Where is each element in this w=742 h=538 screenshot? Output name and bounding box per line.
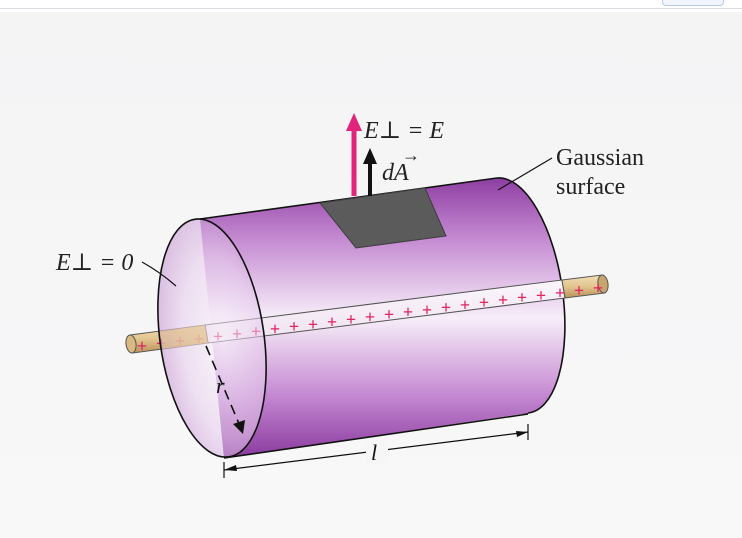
rod-right-end <box>597 274 609 294</box>
charge-sign: + <box>536 285 546 305</box>
charge-sign: + <box>384 305 394 325</box>
charge-sign: + <box>346 309 356 329</box>
charge-sign: + <box>327 312 337 332</box>
length-arrow-right <box>516 431 528 437</box>
area-patch <box>319 187 447 249</box>
charge-sign: + <box>460 295 470 315</box>
radius-arrowhead <box>233 420 245 434</box>
field-arrowhead <box>346 113 362 131</box>
radius-label: r <box>216 373 225 398</box>
charge-sign: + <box>441 297 451 317</box>
charge-sign: + <box>517 288 527 308</box>
area-vector-arrowhead <box>363 148 377 164</box>
charge-sign: + <box>479 293 489 313</box>
rod-left-end <box>125 334 137 354</box>
charge-sign: + <box>308 314 318 334</box>
area-vector-overarrow: → <box>402 145 420 165</box>
radius-indicator: r <box>205 345 245 434</box>
charge-sign: + <box>574 280 584 300</box>
length-dimension: l <box>223 424 529 478</box>
field-arrow <box>346 113 362 196</box>
area-vector-label: dA <box>382 160 409 186</box>
charge-sign: + <box>422 300 432 320</box>
charge-sign: + <box>137 336 147 356</box>
gaussian-surface-leader <box>497 157 553 191</box>
charge-sign: + <box>555 283 565 303</box>
gaussian-surface-label-line2: surface <box>556 174 625 200</box>
charge-sign: + <box>403 302 413 322</box>
charge-sign: + <box>498 290 508 310</box>
e-perp-zero-label: E⊥ = 0 <box>55 250 133 276</box>
rod-front-overlap <box>160 325 208 349</box>
cylinder-bottom-edge <box>223 413 529 459</box>
top-divider <box>0 8 742 9</box>
left-end-cap <box>157 218 267 458</box>
length-arrow-left <box>224 465 237 471</box>
charge-sign: + <box>365 307 375 327</box>
corner-tab <box>662 0 724 6</box>
area-vector-arrow <box>363 148 377 196</box>
charge-sign: + <box>593 278 603 298</box>
charge-sign: + <box>289 317 299 337</box>
e-perp-field-label: E⊥ = E <box>363 118 444 144</box>
area-vector-label-group: dA → <box>382 145 420 186</box>
gaussian-surface-label-line1: Gaussian <box>556 145 644 171</box>
charge-sign: + <box>270 319 280 339</box>
e-perp-zero-leader <box>141 261 177 287</box>
length-label: l <box>371 440 377 465</box>
